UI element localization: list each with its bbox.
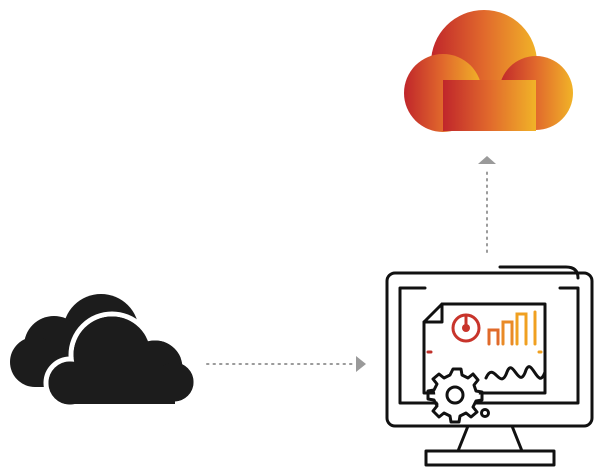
arrow-right-icon (356, 356, 366, 372)
connector-cloud-to-workstation (206, 356, 366, 372)
arrow-up-icon (478, 156, 496, 164)
source-cloud-icon (10, 294, 199, 410)
gear-icon (426, 367, 490, 424)
connector-workstation-to-cloud (478, 156, 496, 253)
analytics-accents (426, 310, 543, 354)
monitor-analytics-icon (385, 265, 594, 467)
target-cloud-icon (404, 10, 573, 132)
